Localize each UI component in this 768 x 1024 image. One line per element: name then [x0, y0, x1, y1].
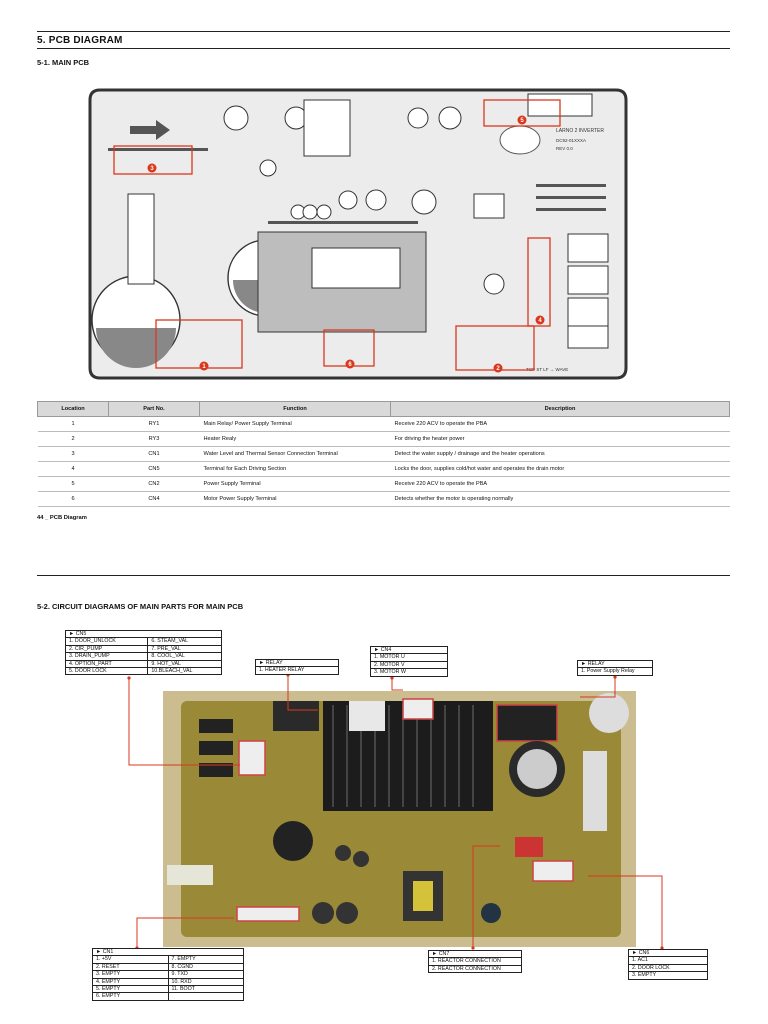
svg-text:5: 5	[520, 118, 524, 124]
list-item: 1. REACTOR CONNECTION	[429, 958, 521, 966]
board-mark-line: TOP ST LF → WAVE	[526, 367, 568, 372]
cn1-title: ► CN1	[93, 949, 243, 957]
relay1-title: ► RELAY	[256, 660, 338, 668]
svg-text:1: 1	[202, 364, 206, 370]
section-title: 5. PCB DIAGRAM	[37, 35, 123, 46]
list-item: 1. Power Supply Relay	[581, 668, 635, 675]
cn6-pinout: ► CN6 1. AC1 2. DOOR LOCK 3. EMPTY	[628, 949, 708, 980]
col-part-no: Part No.	[108, 401, 200, 417]
power-supply-relay-label: ► RELAY 1. Power Supply Relay	[577, 660, 653, 676]
main-pcb-photo	[163, 691, 636, 947]
relay2-title: ► RELAY	[578, 661, 652, 669]
cn7-title: ► CN7	[429, 951, 521, 959]
cn7-pinout: ► CN7 1. REACTOR CONNECTION 2. REACTOR C…	[428, 950, 522, 974]
heater-relay-label: ► RELAY 1. HEATER RELAY	[255, 659, 339, 675]
subsection-title-circuit: 5-2. CIRCUIT DIAGRAMS OF MAIN PARTS FOR …	[37, 602, 244, 611]
list-item: 3. MOTOR W	[374, 669, 406, 676]
svg-text:4: 4	[538, 318, 542, 324]
page-footer: 44 _ PCB Diagram	[37, 515, 87, 521]
table-header-row: Location Part No. Function Description	[37, 401, 730, 417]
main-pcb-drawing: LARNO 2 INVERTER DC92-01XXXA REV 0.0 TOP…	[88, 88, 628, 380]
svg-text:6: 6	[348, 362, 352, 368]
list-item: 3. EMPTY	[632, 972, 657, 979]
title-rule	[37, 48, 730, 49]
callout-box-4	[527, 237, 551, 327]
list-item: 6. EMPTY	[93, 992, 243, 1000]
cn4-title: ► CN4	[371, 647, 447, 655]
col-location: Location	[37, 401, 109, 417]
section2-rule	[37, 575, 730, 576]
list-item: 1. AC1	[629, 957, 707, 965]
list-item: 2. REACTOR CONNECTION	[432, 965, 501, 972]
board-mark-rev: REV 0.0	[556, 146, 573, 151]
cn5-title: ► CN5	[66, 631, 221, 639]
callout-box-1	[155, 319, 243, 369]
col-description: Description	[390, 401, 730, 417]
pcb-location-table: Location Part No. Function Description 1…	[37, 401, 730, 507]
board-mark-ver: DC92-01XXXA	[556, 138, 586, 143]
callout-box-3	[113, 145, 193, 175]
svg-text:3: 3	[150, 166, 154, 172]
col-function: Function	[199, 401, 391, 417]
callout-box-5	[483, 99, 561, 127]
list-item: 2. MOTOR V	[371, 662, 447, 670]
list-item: 1. MOTOR U	[371, 654, 447, 662]
cn4-pinout: ► CN4 1. MOTOR U 2. MOTOR V 3. MOTOR W	[370, 646, 448, 677]
list-item: 1. HEATER RELAY	[259, 667, 305, 674]
subsection-title-main-pcb: 5-1. MAIN PCB	[37, 58, 90, 67]
list-item: 2. DOOR LOCK	[629, 965, 707, 973]
board-mark-maker: LARNO 2 INVERTER	[556, 128, 604, 134]
cn6-title: ► CN6	[629, 950, 707, 958]
top-rule	[37, 31, 730, 32]
svg-text:2: 2	[496, 366, 500, 372]
